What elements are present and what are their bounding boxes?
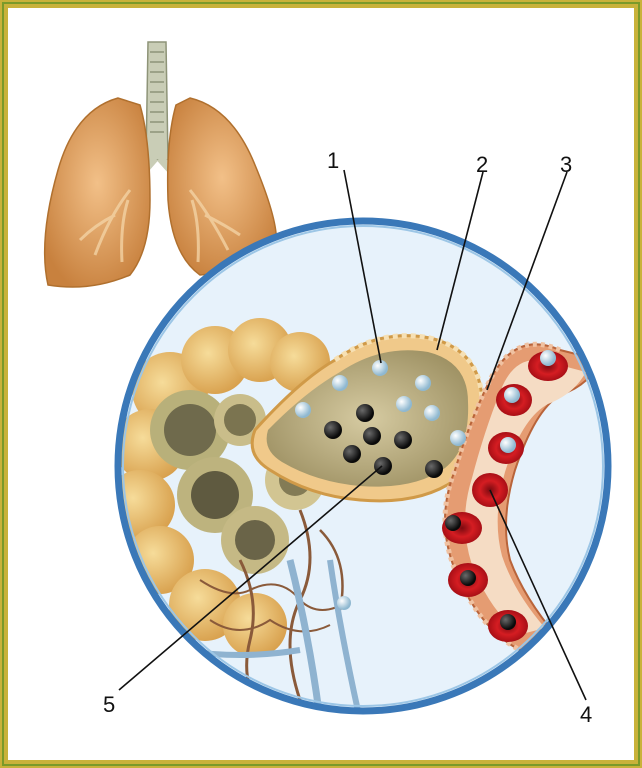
label-3: 3 <box>560 152 572 177</box>
label-4: 4 <box>580 702 592 727</box>
label-5: 5 <box>103 692 115 717</box>
magnifier-circle-icon <box>100 210 620 730</box>
label-2: 2 <box>476 152 488 177</box>
label-1: 1 <box>327 148 339 173</box>
